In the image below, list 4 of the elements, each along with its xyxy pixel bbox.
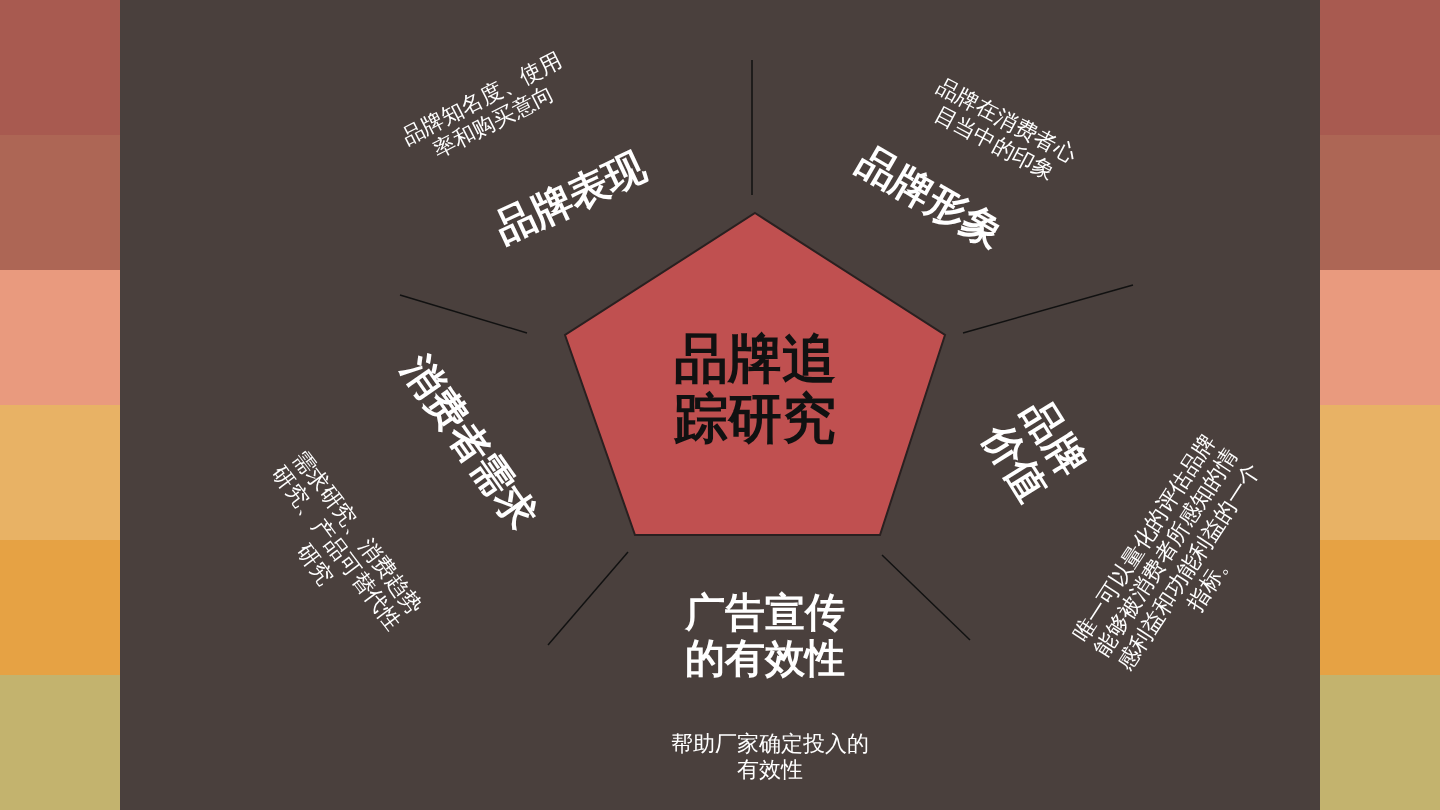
description-text: 帮助厂家确定投入的有效性 (670, 730, 870, 784)
center-title: 品牌追踪研究 (673, 329, 837, 450)
section-heading: 品牌价值 (973, 390, 1097, 511)
section-heading: 广告宣传的有效性 (684, 589, 846, 681)
